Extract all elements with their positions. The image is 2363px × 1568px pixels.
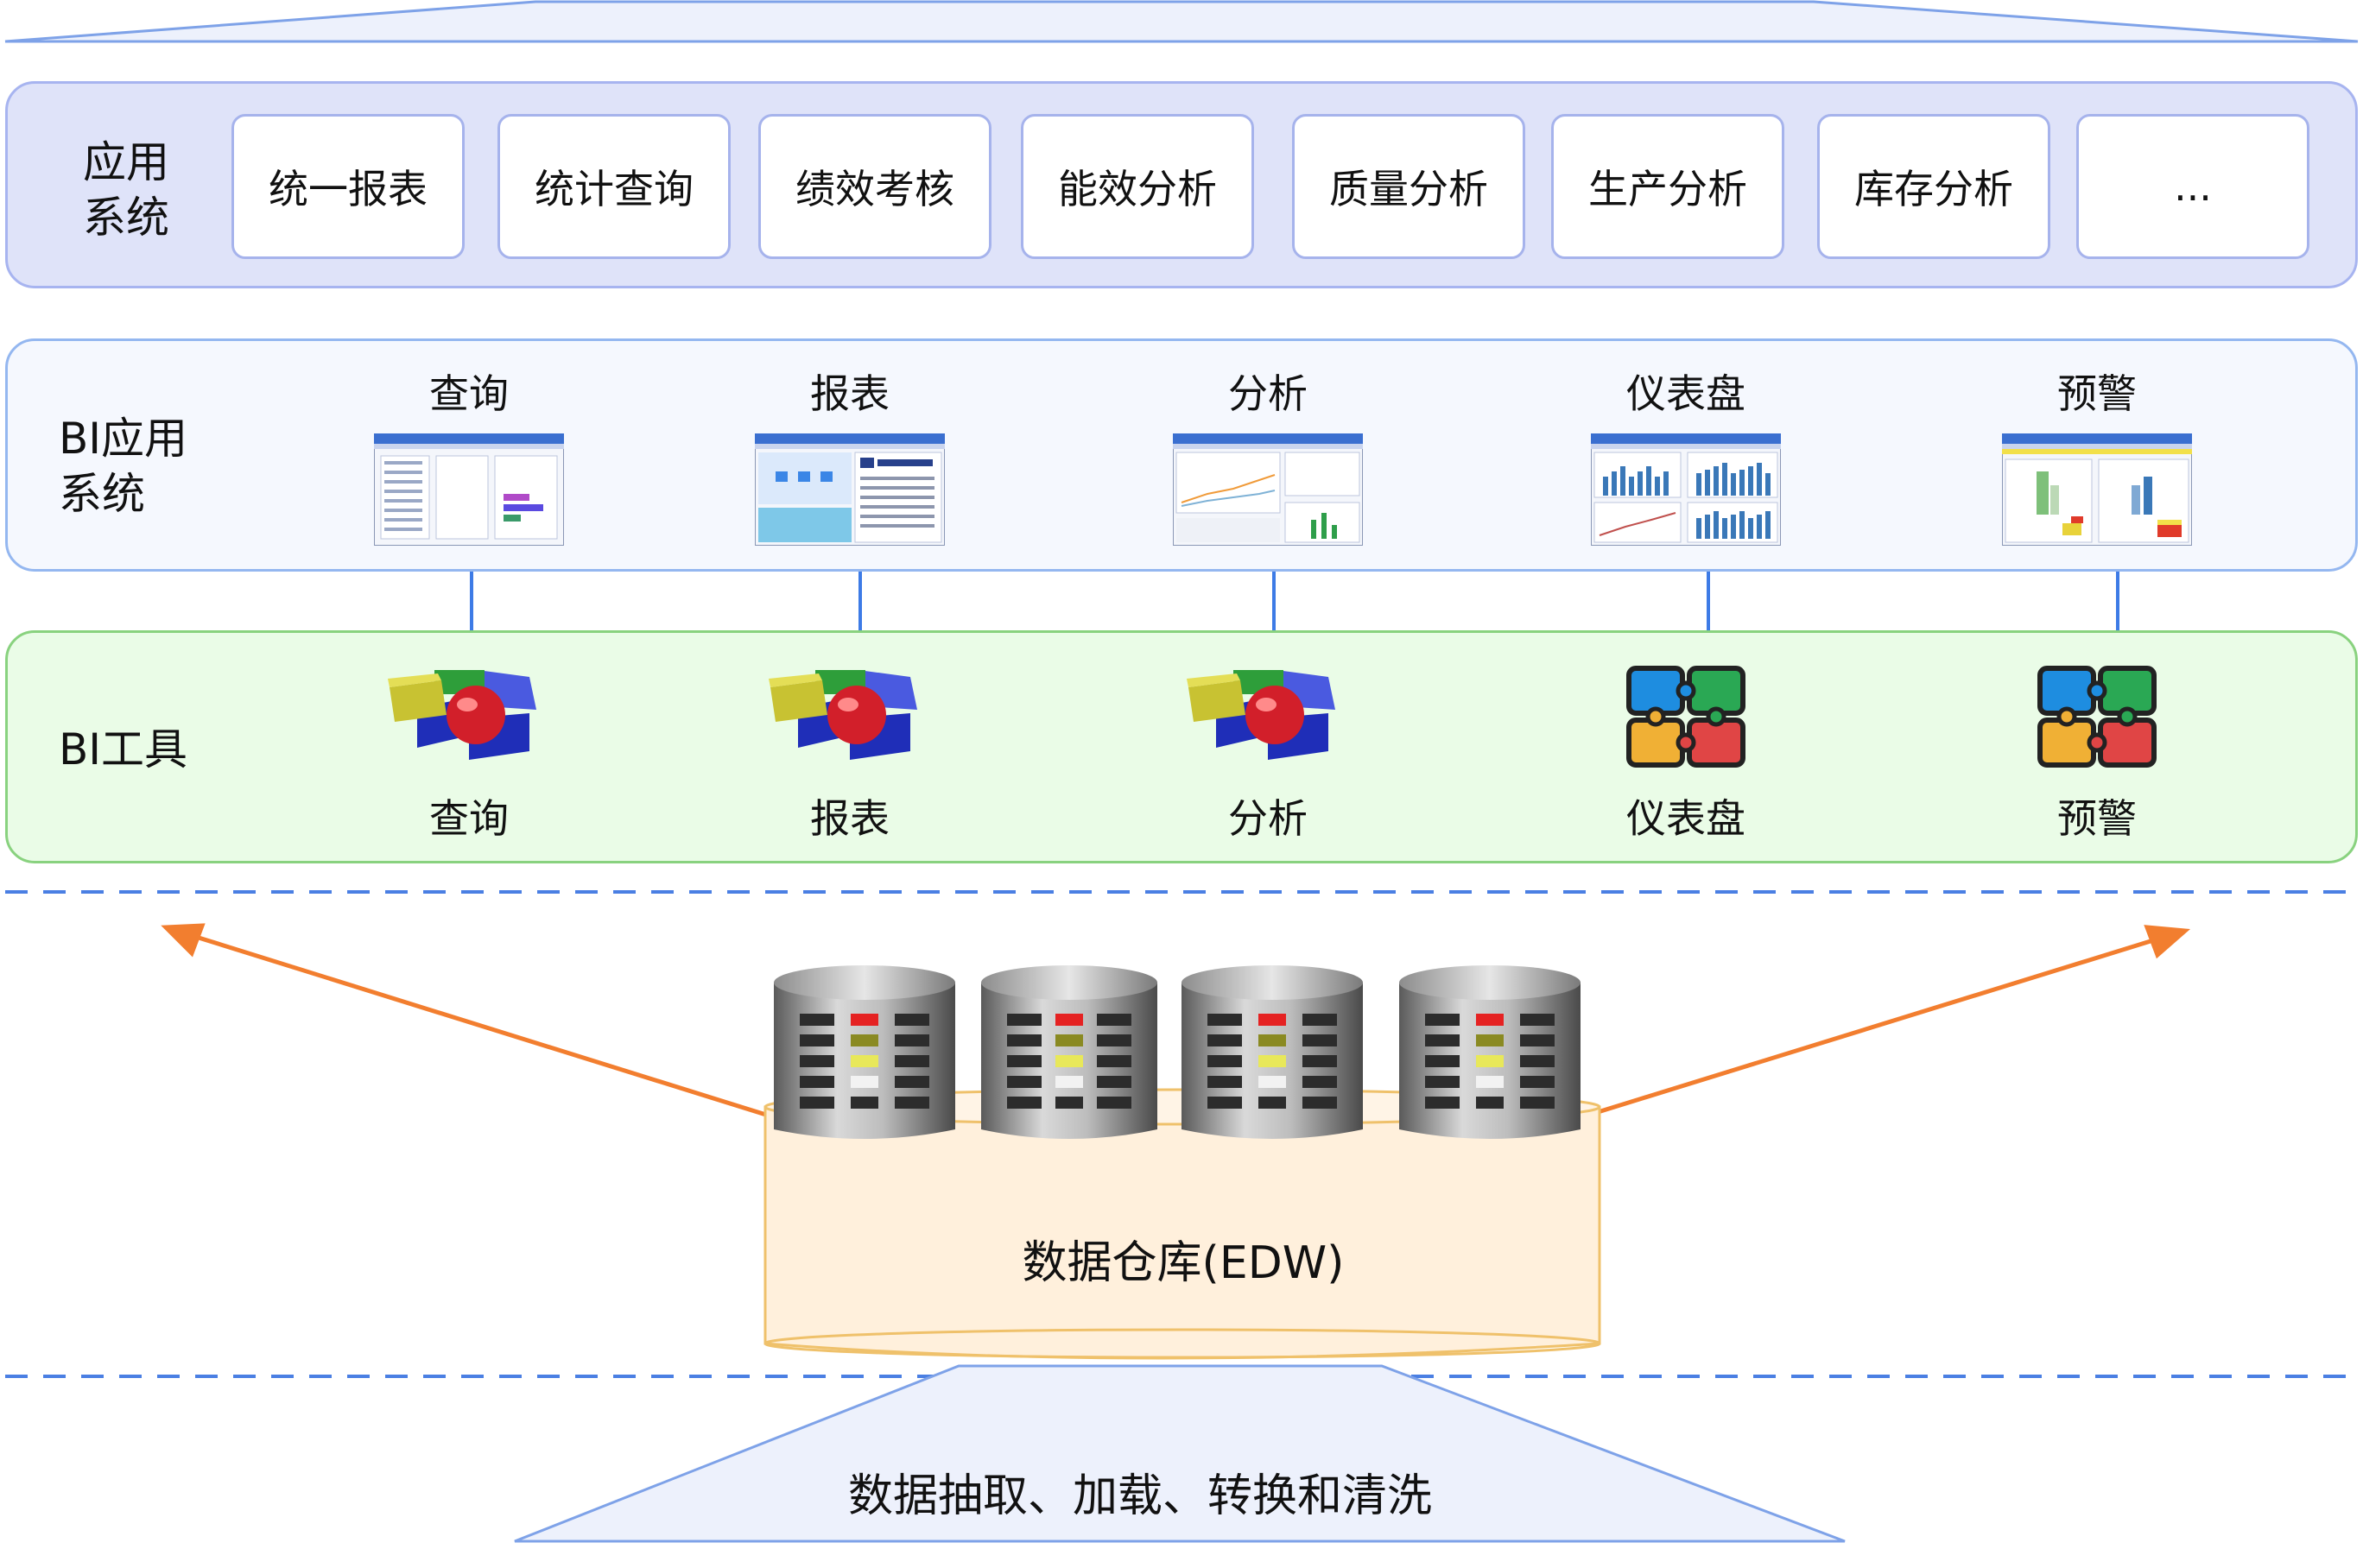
query-screenshot-icon — [373, 433, 565, 549]
bi-app-caption-2: 报表 — [810, 370, 890, 417]
database-server-icon — [774, 965, 955, 1139]
module-1: 统一报表 — [231, 114, 465, 259]
edw-outgoing-arrows — [161, 923, 2191, 1118]
puzzle-icon — [2037, 665, 2157, 772]
bi-app-caption-3: 分析 — [1228, 370, 1308, 417]
module-8: ... — [2076, 114, 2309, 259]
bi-tools-band — [5, 630, 2358, 863]
bi-tool-caption-3: 分析 — [1228, 795, 1308, 842]
top-trapezoid — [4, 0, 2359, 43]
module-7: 库存分析 — [1817, 114, 2050, 259]
etl-trapezoid — [514, 1364, 1846, 1543]
olap-cube-icon — [763, 665, 936, 765]
database-server-icon — [1182, 965, 1363, 1139]
dashboard-screenshot-icon — [1590, 433, 1782, 549]
bi-tool-caption-2: 报表 — [810, 795, 890, 842]
bi-application-label: BI应用 系统 — [59, 414, 188, 519]
bi-tool-caption-5: 预警 — [2057, 795, 2137, 842]
bi-app-caption-1: 查询 — [429, 370, 509, 417]
bi-app-caption-4: 仪表盘 — [1626, 370, 1745, 417]
report-screenshot-icon — [754, 433, 946, 549]
application-system-label: 应用 系统 — [83, 137, 169, 243]
bi-tool-caption-4: 仪表盘 — [1626, 795, 1745, 842]
module-2: 统计查询 — [497, 114, 731, 259]
olap-cube-icon — [1182, 665, 1354, 765]
edw-label: 数据仓库(EDW) — [1022, 1237, 1345, 1289]
etl-label: 数据抽取、加载、转换和清洗 — [847, 1470, 1432, 1522]
module-4: 能效分析 — [1021, 114, 1254, 259]
puzzle-icon — [1625, 665, 1746, 772]
bi-tool-caption-1: 查询 — [429, 795, 509, 842]
module-6: 生产分析 — [1551, 114, 1784, 259]
module-3: 绩效考核 — [758, 114, 991, 259]
database-server-icon — [981, 965, 1157, 1139]
database-server-icon — [1399, 965, 1581, 1139]
analysis-screenshot-icon — [1172, 433, 1364, 549]
module-5: 质量分析 — [1292, 114, 1525, 259]
bi-tools-label: BI工具 — [59, 724, 188, 775]
olap-cube-icon — [383, 665, 555, 765]
bi-app-caption-5: 预警 — [2057, 370, 2137, 417]
alert-screenshot-icon — [2001, 433, 2193, 549]
